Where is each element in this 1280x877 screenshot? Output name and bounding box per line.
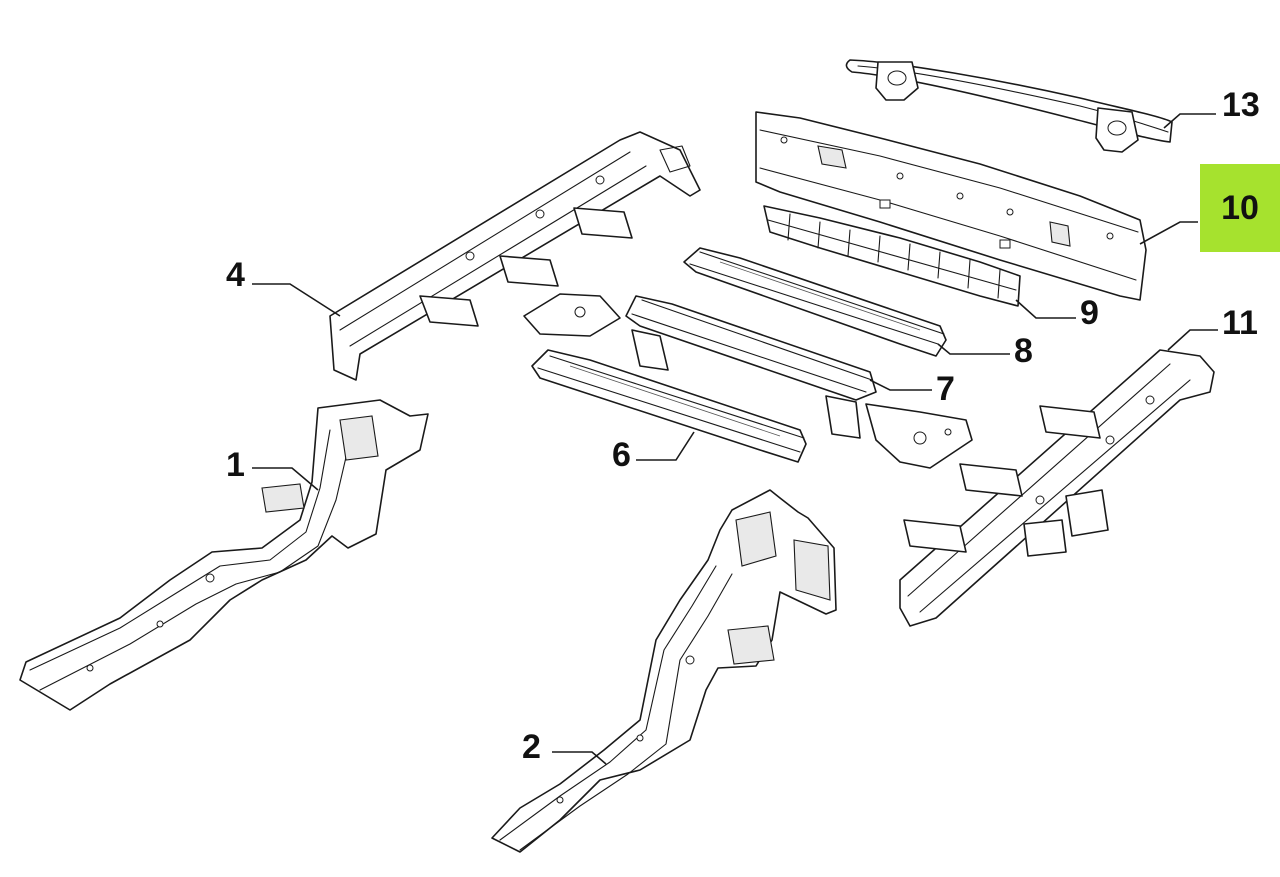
leader-13 xyxy=(1163,113,1216,129)
leader-lines xyxy=(252,113,1218,765)
part-10-rear-panel xyxy=(755,111,1147,301)
callout-11: 11 xyxy=(1222,304,1258,342)
part-8-crossmember xyxy=(683,247,947,357)
callout-7: 7 xyxy=(936,370,955,408)
part-9-reinforcement xyxy=(763,205,1021,307)
part-4-left-rail xyxy=(329,131,701,381)
leader-8 xyxy=(937,343,1010,355)
part-2-right-front-rail xyxy=(491,489,837,853)
part-13-upper-bar xyxy=(845,59,1173,153)
callout-8: 8 xyxy=(1014,332,1033,370)
callout-9: 9 xyxy=(1080,294,1099,332)
part-1-left-front-rail xyxy=(19,399,429,711)
part-6-crossmember xyxy=(531,349,807,463)
callout-13: 13 xyxy=(1222,86,1260,124)
leader-10 xyxy=(1139,221,1198,245)
part-7-crossmember-brackets xyxy=(523,293,973,469)
leader-1 xyxy=(252,467,319,491)
leader-6 xyxy=(636,431,695,461)
leader-4 xyxy=(252,283,341,317)
leader-11 xyxy=(1167,329,1218,351)
leader-7 xyxy=(869,379,932,391)
leader-2 xyxy=(552,751,607,765)
leader-9 xyxy=(1015,299,1076,319)
callout-2: 2 xyxy=(522,728,541,766)
callout-1: 1 xyxy=(226,446,245,484)
callout-10-highlighted[interactable]: 10 xyxy=(1200,164,1280,252)
part-11-right-rail xyxy=(899,349,1215,627)
callout-10-label: 10 xyxy=(1221,188,1259,227)
callout-4: 4 xyxy=(226,256,245,294)
callout-6: 6 xyxy=(612,436,631,474)
